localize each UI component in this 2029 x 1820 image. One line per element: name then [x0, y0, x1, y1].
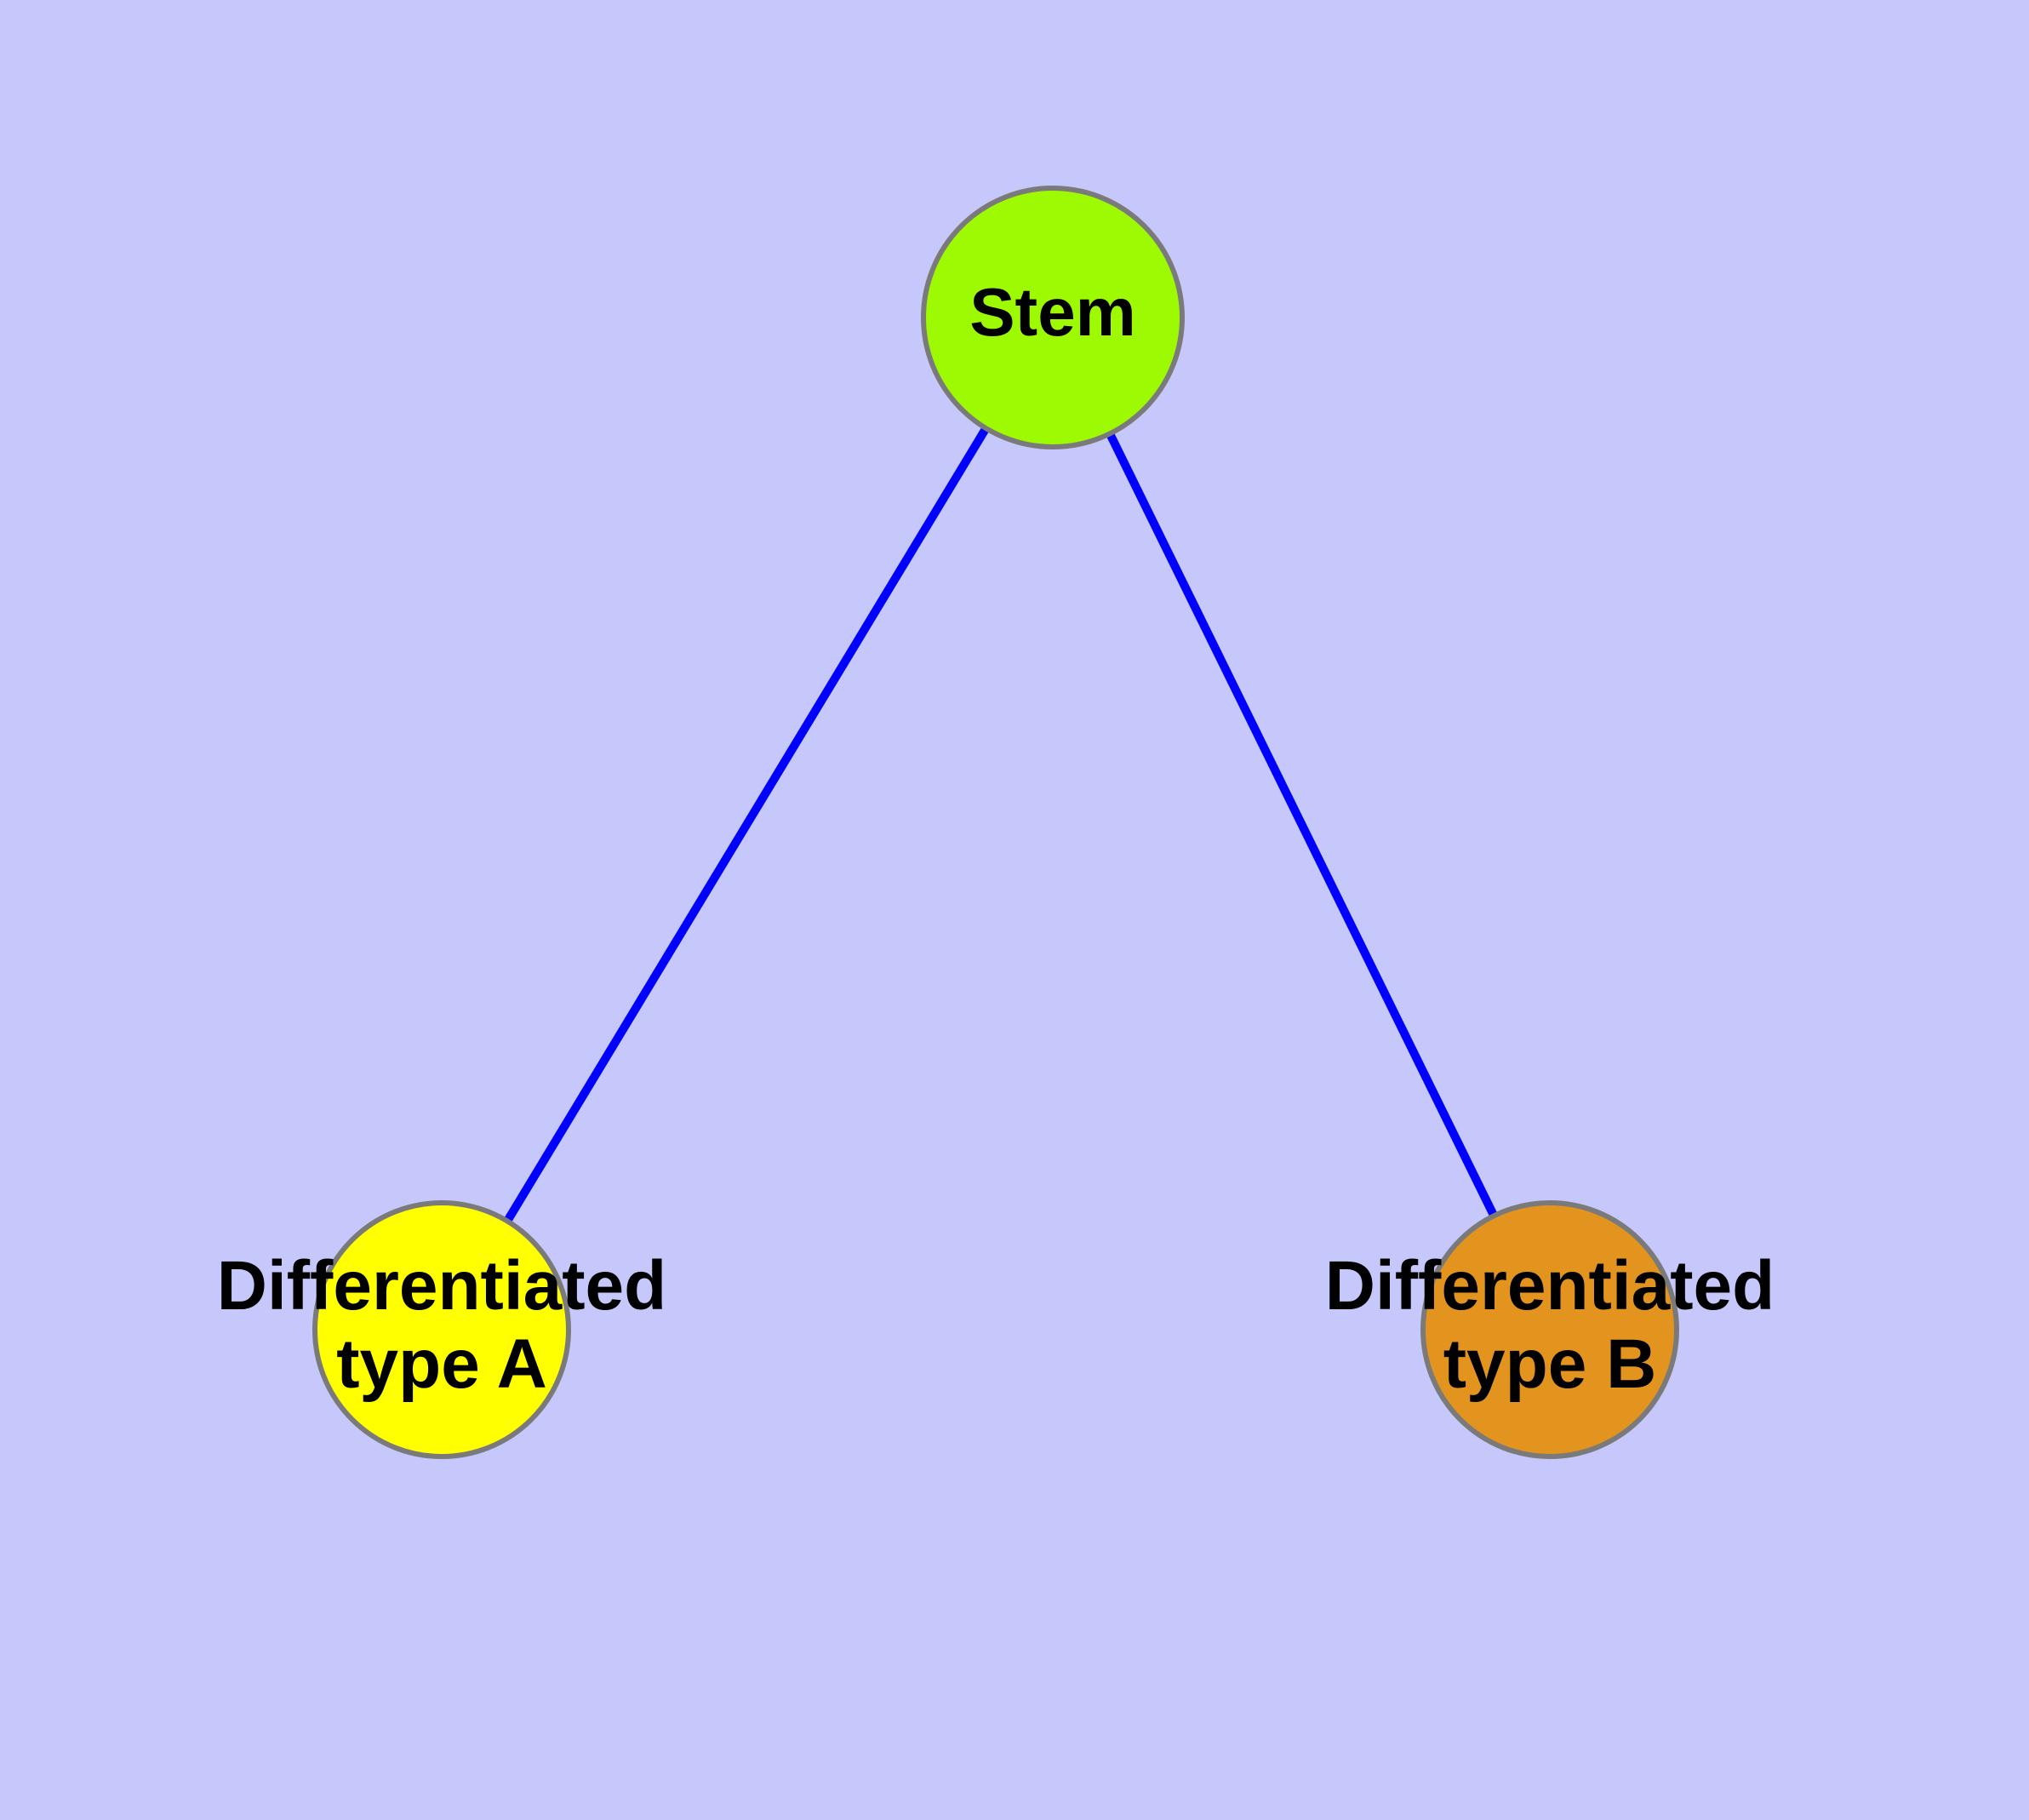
node-diff_a[interactable] [312, 1200, 571, 1459]
node-diff_b[interactable] [1420, 1200, 1679, 1459]
edges-group [501, 423, 1500, 1227]
node-circle-stem[interactable] [921, 186, 1185, 449]
node-circle-diff_b[interactable] [1420, 1200, 1679, 1459]
node-label-line: Differentiated [1325, 1247, 1775, 1325]
node-circle-diff_a[interactable] [312, 1200, 571, 1459]
node-label-line: Differentiated [217, 1247, 667, 1325]
node-label-line: type A [336, 1325, 547, 1403]
edge-stem-diff-b [1104, 428, 1500, 1222]
node-label-line: type B [1443, 1325, 1657, 1403]
node-label-line: Stem [969, 274, 1136, 350]
node-stem[interactable] [921, 186, 1185, 449]
node-label-stem: Stem [969, 274, 1136, 350]
edge-stem-diff-a [501, 423, 992, 1227]
